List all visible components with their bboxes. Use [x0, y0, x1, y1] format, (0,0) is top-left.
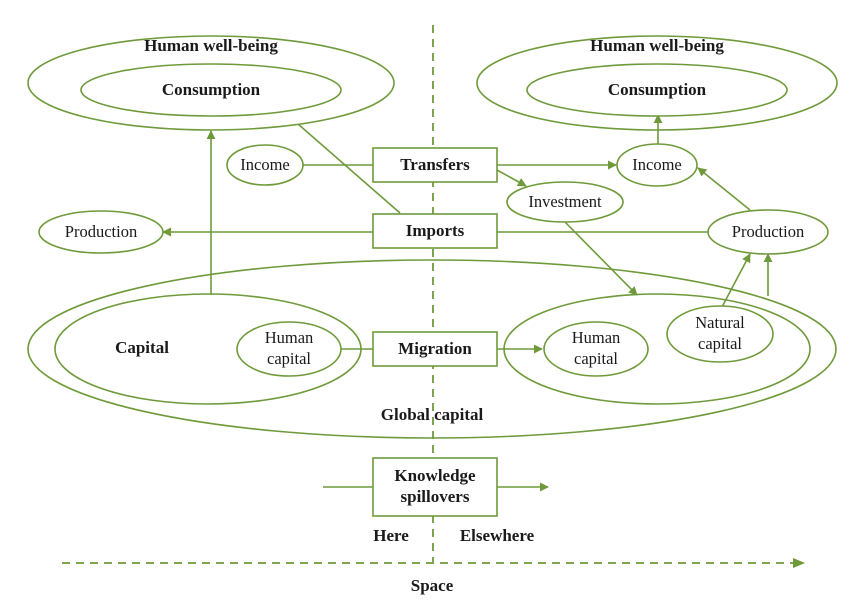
transfers-box: [372, 147, 498, 183]
natural-capital-ellipse: [666, 305, 774, 363]
space-label: Space: [411, 576, 454, 595]
right-human-capital-line1: Human: [572, 328, 621, 347]
migration-box: [372, 331, 498, 367]
left-income-ellipse: [226, 144, 304, 186]
elsewhere-label: Elsewhere: [460, 526, 535, 545]
left-consumption-ellipse: [80, 63, 342, 117]
right-production-to-income-arrow: [697, 167, 751, 211]
natural-capital-line1: Natural: [695, 313, 745, 332]
right-wellbeing-ellipse: [476, 35, 838, 131]
here-label: Here: [373, 526, 409, 545]
global-capital-label: Global capital: [381, 405, 484, 424]
right-human-capital-ellipse: [543, 321, 649, 377]
transfers-to-investment-arrow: [496, 169, 527, 187]
knowledge-box: [372, 457, 498, 517]
left-capital-label: Capital: [115, 338, 169, 357]
migration-label: Migration: [398, 339, 472, 358]
left-wellbeing-label: Human well-being: [144, 36, 278, 55]
right-human-capital-line2: capital: [574, 349, 618, 368]
knowledge-line2: spillovers: [401, 487, 470, 506]
natural-capital-to-production-arrow: [721, 253, 751, 308]
global-capital-ellipse: [27, 259, 837, 439]
wellbeing-to-imports-line: [297, 123, 401, 214]
left-human-capital-ellipse: [236, 321, 342, 377]
imports-label: Imports: [406, 221, 465, 240]
left-human-capital-line2: capital: [267, 349, 311, 368]
space-axis-arrowhead: [793, 558, 805, 568]
knowledge-line1: Knowledge: [394, 466, 476, 485]
left-income-label: Income: [240, 155, 289, 174]
right-production-ellipse: [707, 209, 829, 255]
right-consumption-label: Consumption: [608, 80, 707, 99]
right-production-label: Production: [732, 222, 804, 241]
investment-to-capital-arrow: [562, 219, 638, 296]
left-wellbeing-ellipse: [27, 35, 395, 131]
transfers-label: Transfers: [400, 155, 470, 174]
left-production-label: Production: [65, 222, 137, 241]
right-income-ellipse: [616, 143, 698, 187]
right-consumption-ellipse: [526, 63, 788, 117]
right-income-label: Income: [632, 155, 681, 174]
investment-label: Investment: [528, 192, 602, 211]
right-wellbeing-label: Human well-being: [590, 36, 724, 55]
imports-box: [372, 213, 498, 249]
left-human-capital-line1: Human: [265, 328, 314, 347]
natural-capital-line2: capital: [698, 334, 742, 353]
investment-ellipse: [506, 181, 624, 223]
left-consumption-label: Consumption: [162, 80, 261, 99]
left-production-ellipse: [38, 210, 164, 254]
